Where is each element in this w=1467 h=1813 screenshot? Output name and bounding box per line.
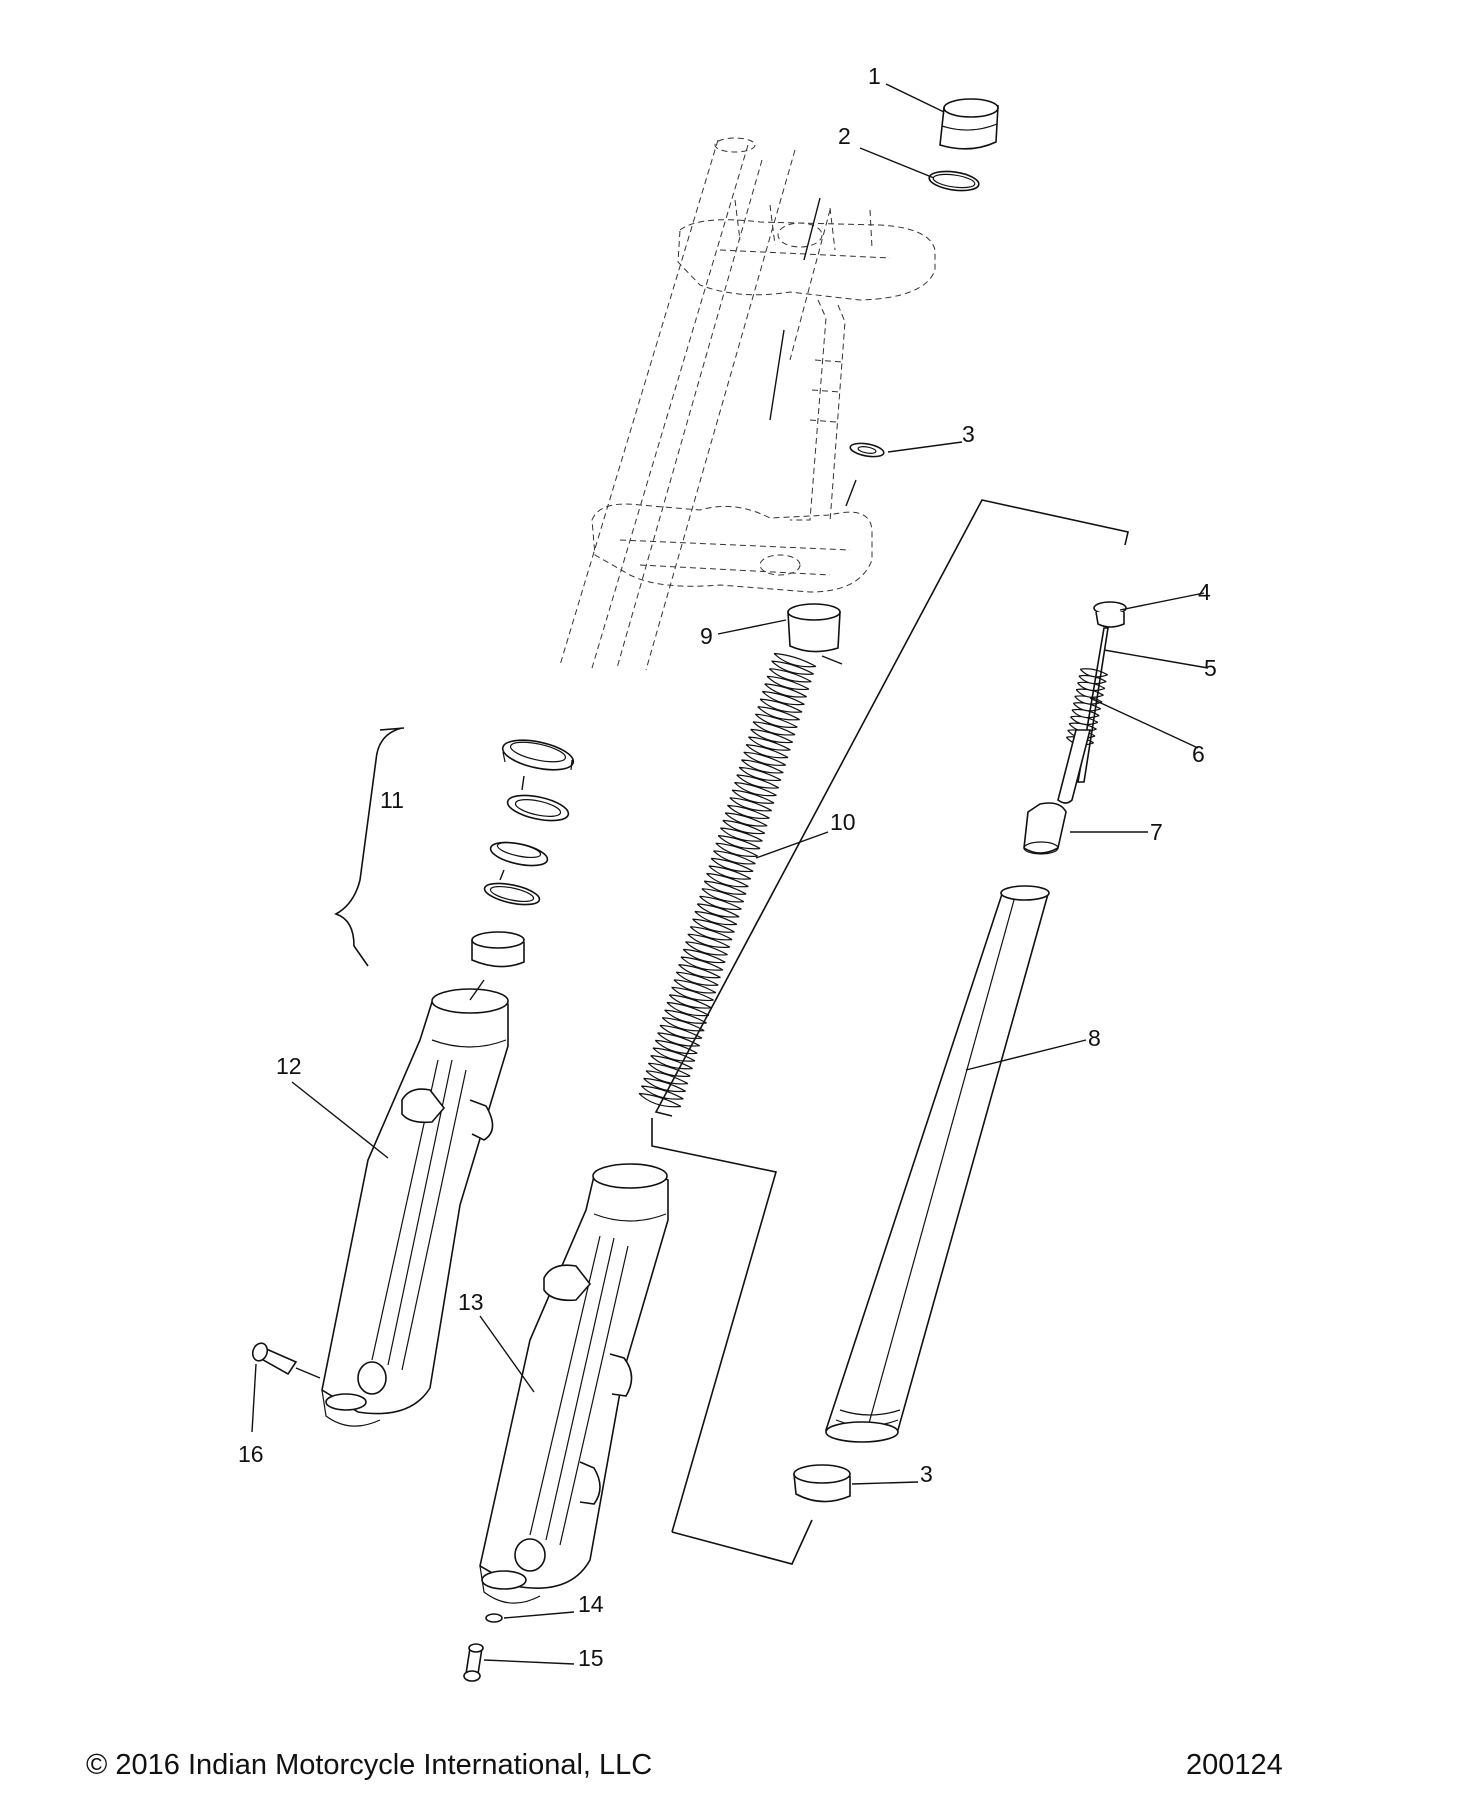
ghost-fork-tubes xyxy=(559,137,831,671)
callout-9: 4 xyxy=(1198,579,1211,605)
callout-11: 6 xyxy=(1192,741,1205,767)
callout-13: 8 xyxy=(1088,1025,1101,1051)
part-3-lower-bushing xyxy=(793,1464,851,1503)
lower-triple-clamp xyxy=(591,299,873,593)
callout-3-lower: 3 xyxy=(920,1461,933,1487)
callout-14: 14 xyxy=(578,1591,604,1617)
part-9-10-11-damper-rod xyxy=(1057,601,1127,804)
assembly-brackets xyxy=(334,499,1129,1565)
part-7-o-ring xyxy=(928,170,980,192)
callout-7: 2 xyxy=(838,123,851,149)
callout-15: 15 xyxy=(578,1645,604,1671)
callout-5: 10 xyxy=(830,809,856,835)
part-6-washer xyxy=(849,442,885,458)
part-12-bushing xyxy=(1023,802,1067,855)
callout-8: 1 xyxy=(868,63,881,89)
callout-1: 13 xyxy=(458,1289,484,1315)
callout-2: 12 xyxy=(276,1053,302,1079)
callout-labels: 1 2 3 4 5 6 7 8 9 10 11 12 13 14 15 16 3 xyxy=(238,63,1217,1671)
callout-12: 7 xyxy=(1150,819,1163,845)
part-5-fork-spring xyxy=(638,652,817,1108)
callout-6: 3 xyxy=(962,421,975,447)
part-13-fork-tube xyxy=(824,885,1050,1443)
part-16-bolt xyxy=(251,1342,321,1379)
callout-10: 5 xyxy=(1204,655,1217,681)
diagram-number: 200124 xyxy=(1186,1749,1283,1781)
callout-3-upper: 11 xyxy=(380,787,404,813)
leader-lines xyxy=(251,83,1209,1665)
copyright-text: © 2016 Indian Motorcycle International, … xyxy=(86,1749,652,1781)
callout-4: 9 xyxy=(700,623,713,649)
footer: © 2016 Indian Motorcycle International, … xyxy=(86,1749,1283,1781)
part-15-bolt xyxy=(463,1643,484,1682)
part-3-seal-kit xyxy=(471,739,575,968)
part-14-washer xyxy=(485,1613,503,1623)
part-4-spacer xyxy=(787,603,841,653)
part-8-cap xyxy=(939,98,999,150)
part-1-right-slider xyxy=(479,1163,669,1604)
callout-16: 16 xyxy=(238,1441,264,1467)
part-2-left-slider xyxy=(321,988,509,1427)
